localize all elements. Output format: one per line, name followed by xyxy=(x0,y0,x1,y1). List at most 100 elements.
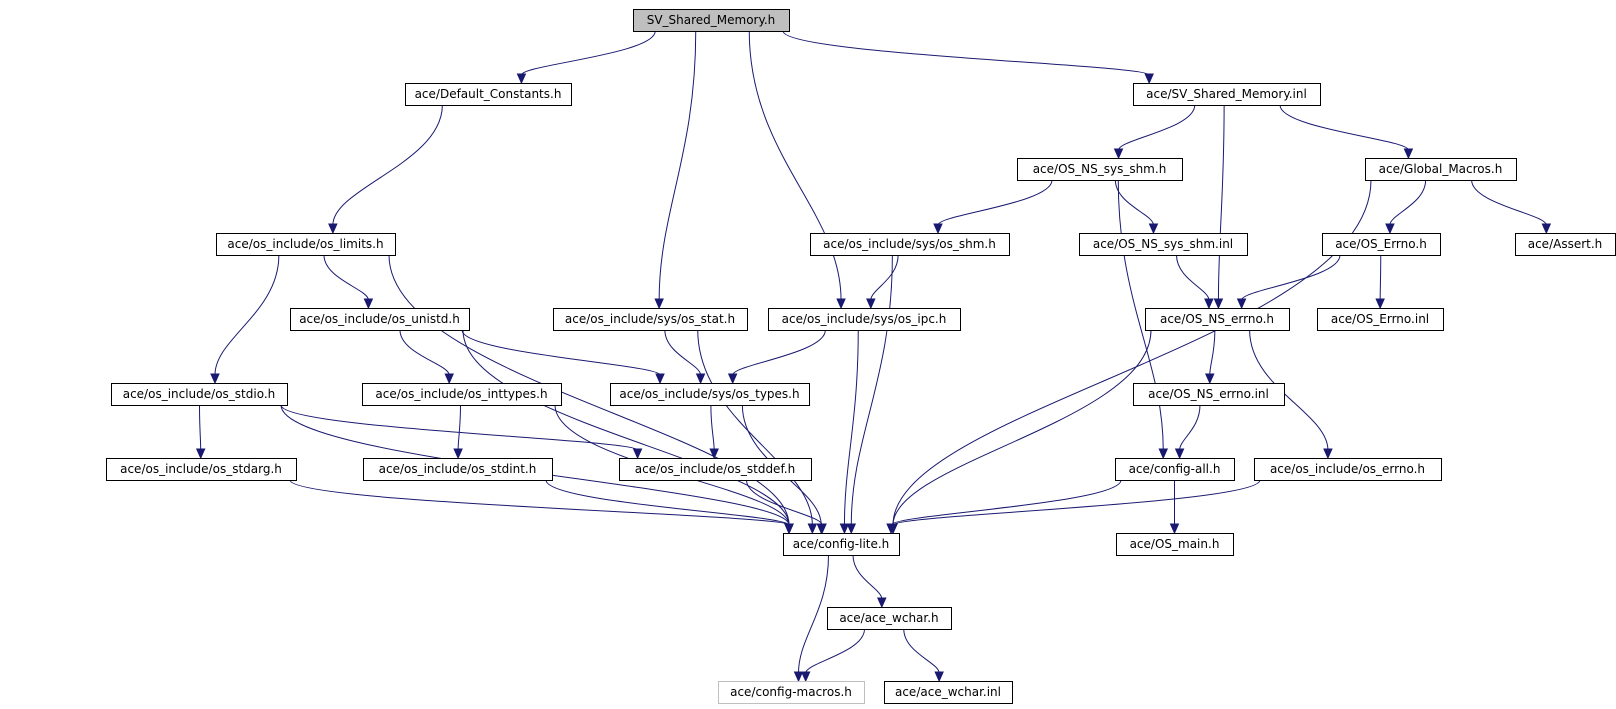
node-os-ns-errno-inl[interactable]: ace/OS_NS_errno.inl xyxy=(1133,383,1285,406)
node-label: ace/os_include/sys/os_ipc.h xyxy=(782,312,947,326)
node-sys-os-types-h[interactable]: ace/os_include/sys/os_types.h xyxy=(610,383,810,406)
node-os-ns-errno-h[interactable]: ace/OS_NS_errno.h xyxy=(1145,308,1290,331)
node-box[interactable] xyxy=(1254,458,1442,481)
node-config-lite-h[interactable]: ace/config-lite.h xyxy=(783,533,900,556)
node-box[interactable] xyxy=(783,533,900,556)
node-box[interactable] xyxy=(1116,533,1234,556)
edge-sv_shared_memory_h-to-default_constants_h xyxy=(520,30,656,76)
arrowhead-sv_shared_memory_h-to-sv_shared_memory_inl xyxy=(1144,73,1154,85)
node-box[interactable] xyxy=(1145,308,1290,331)
node-box[interactable] xyxy=(216,233,396,256)
arrowhead-sv_shared_memory_h-to-sys_os_ipc_h xyxy=(836,298,846,310)
node-box[interactable] xyxy=(884,681,1013,704)
node-os-unistd-h[interactable]: ace/os_include/os_unistd.h xyxy=(290,308,470,331)
node-os-main-h[interactable]: ace/OS_main.h xyxy=(1116,533,1234,556)
arrowhead-os_inttypes_h-to-os_stdint_h xyxy=(453,448,463,460)
edge-os_stddef_h-to-config_lite_h xyxy=(746,479,823,526)
node-box[interactable] xyxy=(1322,233,1441,256)
node-os-stdio-h[interactable]: ace/os_include/os_stdio.h xyxy=(111,383,288,406)
edge-ace_wchar_h-to-config_macros_h xyxy=(805,628,865,674)
edge-sys_os_stat_h-to-config_lite_h xyxy=(697,329,813,526)
node-os-errno-inl[interactable]: ace/OS_Errno.inl xyxy=(1317,308,1444,331)
edge-os_limits_h-to-config_lite_h xyxy=(388,254,790,526)
node-label: ace/OS_Errno.inl xyxy=(1331,312,1429,326)
node-box[interactable] xyxy=(768,308,961,331)
node-box[interactable] xyxy=(553,308,748,331)
arrowhead-config_lite_h-to-ace_wchar_h xyxy=(877,597,887,609)
edge-config_lite_h-to-config_macros_h xyxy=(798,554,829,674)
edge-os_stdint_h-to-config_lite_h xyxy=(545,479,790,526)
edge-os_stdarg_h-to-config_lite_h xyxy=(289,479,790,526)
node-sys-os-stat-h[interactable]: ace/os_include/sys/os_stat.h xyxy=(553,308,748,331)
edge-global_macros_h-to-assert_h xyxy=(1471,179,1547,226)
arrowhead-sys_os_ipc_h-to-sys_os_types_h xyxy=(727,373,738,385)
node-label: ace/os_include/os_unistd.h xyxy=(299,312,460,326)
node-label: ace/ace_wchar.inl xyxy=(895,685,1001,699)
node-os-stdint-h[interactable]: ace/os_include/os_stdint.h xyxy=(363,458,553,481)
node-label: ace/ace_wchar.h xyxy=(839,611,938,625)
edge-os_errno_h-to-os_errno_inl xyxy=(1379,254,1382,301)
node-box[interactable] xyxy=(1133,83,1321,106)
node-box[interactable] xyxy=(718,681,865,704)
node-box[interactable] xyxy=(633,9,790,32)
edge-sys_os_shm_h-to-config_lite_h xyxy=(850,254,893,526)
edge-os_include_os_errno_h-to-config_lite_h xyxy=(892,479,1261,526)
edge-os_ns_errno_h-to-config_lite_h xyxy=(892,329,1152,526)
node-label: ace/config-all.h xyxy=(1129,462,1221,476)
node-os-inttypes-h[interactable]: ace/os_include/os_inttypes.h xyxy=(362,383,562,406)
node-sv-shared-memory-h[interactable]: SV_Shared_Memory.h xyxy=(633,9,790,32)
arrowhead-ace_wchar_h-to-config_macros_h xyxy=(800,671,811,683)
edge-os_unistd_h-to-os_inttypes_h xyxy=(399,329,450,376)
node-box[interactable] xyxy=(810,233,1010,256)
node-assert-h[interactable]: ace/Assert.h xyxy=(1515,233,1616,256)
edge-os_limits_h-to-os_unistd_h xyxy=(323,254,369,301)
node-box[interactable] xyxy=(1079,233,1248,256)
node-sys-os-ipc-h[interactable]: ace/os_include/sys/os_ipc.h xyxy=(768,308,961,331)
node-box[interactable] xyxy=(106,458,297,481)
node-box[interactable] xyxy=(111,383,288,406)
arrowhead-os_include_os_errno_h-to-config_lite_h xyxy=(888,523,898,535)
node-label: ace/config-lite.h xyxy=(793,537,890,551)
node-ace-wchar-inl[interactable]: ace/ace_wchar.inl xyxy=(884,681,1013,704)
node-box[interactable] xyxy=(827,607,952,630)
node-box[interactable] xyxy=(362,383,562,406)
arrowhead-os_ns_sys_shm_h-to-config_all_h xyxy=(1158,448,1169,460)
node-box[interactable] xyxy=(610,383,810,406)
node-box[interactable] xyxy=(290,308,470,331)
arrowhead-sys_os_types_h-to-os_stddef_h xyxy=(709,448,719,460)
node-default-constants-h[interactable]: ace/Default_Constants.h xyxy=(405,83,572,106)
node-sys-os-shm-h[interactable]: ace/os_include/sys/os_shm.h xyxy=(810,233,1010,256)
node-os-ns-sys-shm-h[interactable]: ace/OS_NS_sys_shm.h xyxy=(1017,158,1183,181)
node-os-errno-h[interactable]: ace/OS_Errno.h xyxy=(1322,233,1441,256)
node-label: ace/os_include/os_errno.h xyxy=(1270,462,1425,476)
node-box[interactable] xyxy=(1365,158,1517,181)
arrowhead-os_ns_errno_h-to-os_include_os_errno_h xyxy=(1323,448,1333,460)
node-global-macros-h[interactable]: ace/Global_Macros.h xyxy=(1365,158,1517,181)
edge-sv_shared_memory_inl-to-os_ns_sys_shm_h xyxy=(1118,104,1196,151)
node-label: ace/os_include/os_stdint.h xyxy=(379,462,537,476)
edge-os_limits_h-to-os_stdio_h xyxy=(214,254,280,376)
node-box[interactable] xyxy=(1115,458,1235,481)
node-os-limits-h[interactable]: ace/os_include/os_limits.h xyxy=(216,233,396,256)
node-os-stddef-h[interactable]: ace/os_include/os_stddef.h xyxy=(619,458,812,481)
arrowhead-os_stdio_h-to-os_stddef_h xyxy=(632,448,643,460)
node-box[interactable] xyxy=(1317,308,1444,331)
node-box[interactable] xyxy=(1017,158,1183,181)
node-box[interactable] xyxy=(363,458,553,481)
node-os-include-os-errno-h[interactable]: ace/os_include/os_errno.h xyxy=(1254,458,1442,481)
node-os-ns-sys-shm-inl[interactable]: ace/OS_NS_sys_shm.inl xyxy=(1079,233,1248,256)
node-box[interactable] xyxy=(1133,383,1285,406)
node-sv-shared-memory-inl[interactable]: ace/SV_Shared_Memory.inl xyxy=(1133,83,1321,106)
node-box[interactable] xyxy=(405,83,572,106)
node-ace-wchar-h[interactable]: ace/ace_wchar.h xyxy=(827,607,952,630)
node-label: ace/OS_Errno.h xyxy=(1335,237,1427,251)
node-box[interactable] xyxy=(619,458,812,481)
node-config-all-h[interactable]: ace/config-all.h xyxy=(1115,458,1235,481)
node-config-macros-h[interactable]: ace/config-macros.h xyxy=(718,681,865,704)
edge-os_ns_errno_h-to-os_include_os_errno_h xyxy=(1249,329,1329,451)
node-label: ace/OS_NS_errno.inl xyxy=(1148,387,1269,401)
arrowhead-sys_os_stat_h-to-sys_os_types_h xyxy=(695,373,706,385)
arrowhead-ace_wchar_h-to-ace_wchar_inl xyxy=(934,671,944,683)
node-os-stdarg-h[interactable]: ace/os_include/os_stdarg.h xyxy=(106,458,297,481)
